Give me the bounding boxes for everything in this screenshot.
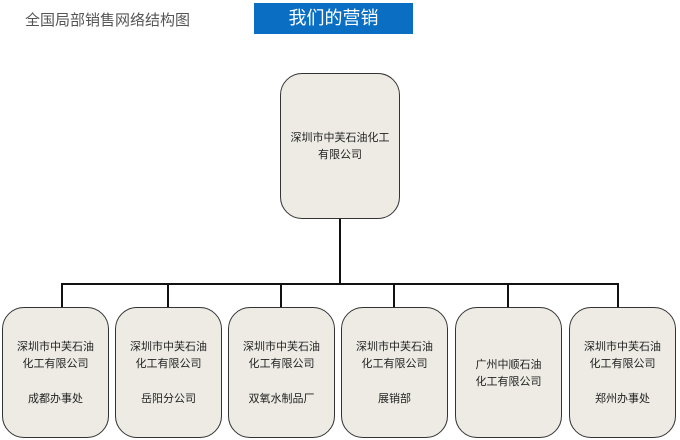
connector-line (617, 283, 619, 307)
node-name: 化工有限公司 (248, 357, 315, 370)
connector-line (280, 283, 282, 307)
node-name: 深圳市中芙石油 (356, 340, 433, 353)
node-name: 深圳市中芙石油 (584, 340, 661, 353)
node-name: 化工有限公司 (589, 357, 656, 370)
connector-line (393, 283, 395, 307)
node-name: 有限公司 (318, 148, 362, 161)
connector-line (339, 219, 341, 284)
node-name: 深圳市中芙石油 (130, 340, 207, 353)
node-sub: 成都办事处 (28, 392, 83, 405)
node-name: 深圳市中芙石油 (243, 340, 320, 353)
org-node-branch: 广州中顺石油化工有限公司 (455, 307, 562, 438)
node-name: 深圳市中芙石油化工 (290, 131, 390, 144)
node-name: 广州中顺石油 (475, 358, 542, 371)
page-title: 全国局部销售网络结构图 (25, 11, 191, 29)
node-name: 化工有限公司 (361, 357, 428, 370)
org-node-branch: 深圳市中芙石油化工有限公司岳阳分公司 (115, 307, 222, 438)
node-sub: 双氧水制品厂 (248, 392, 315, 405)
org-node-branch: 深圳市中芙石油化工有限公司郑州办事处 (569, 307, 676, 438)
org-node-branch: 深圳市中芙石油化工有限公司展销部 (341, 307, 448, 438)
org-node-root: 深圳市中芙石油化工有限公司 (280, 73, 400, 219)
tab-our-marketing[interactable]: 我们的营销 (254, 3, 413, 34)
connector-line (61, 283, 63, 307)
org-node-branch: 深圳市中芙石油化工有限公司成都办事处 (2, 307, 109, 438)
node-name: 化工有限公司 (22, 357, 89, 370)
node-sub: 郑州办事处 (595, 392, 650, 405)
org-node-branch: 深圳市中芙石油化工有限公司双氧水制品厂 (228, 307, 335, 438)
node-name: 化工有限公司 (475, 375, 542, 388)
connector-line (507, 283, 509, 307)
node-sub: 岳阳分公司 (141, 392, 196, 405)
connector-line (61, 283, 619, 285)
node-sub: 展销部 (378, 392, 411, 405)
node-name: 深圳市中芙石油 (17, 340, 94, 353)
connector-line (167, 283, 169, 307)
node-name: 化工有限公司 (135, 357, 202, 370)
